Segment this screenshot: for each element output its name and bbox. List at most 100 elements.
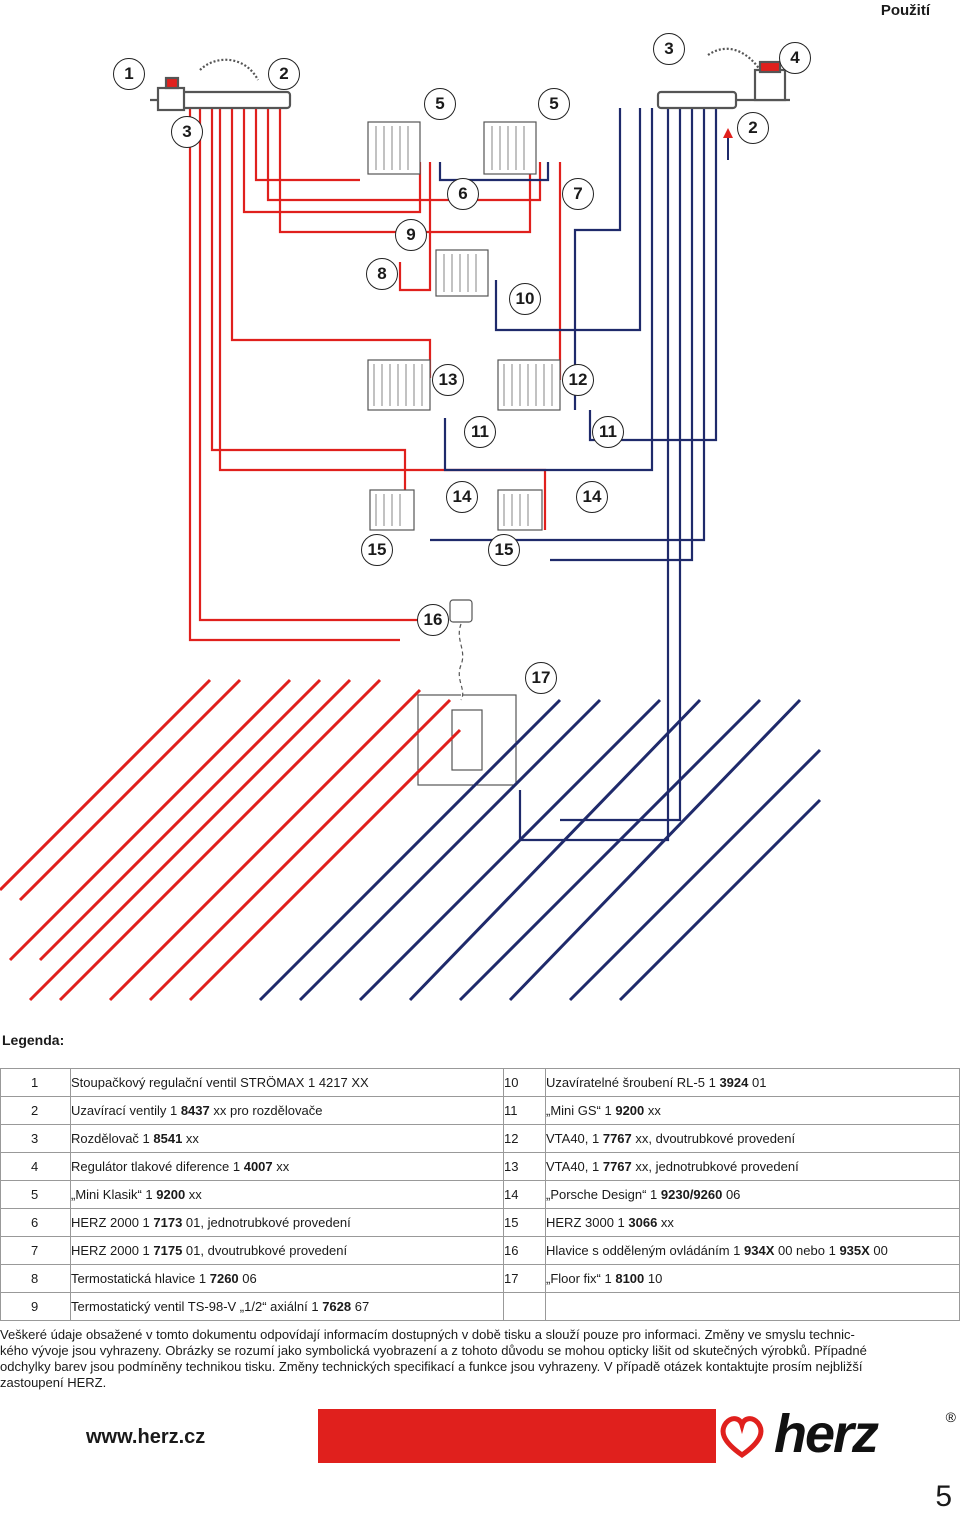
legend-number: 6: [0, 1208, 71, 1237]
callout-2: 2: [268, 58, 300, 90]
website-link[interactable]: www.herz.cz: [86, 1426, 206, 1448]
disclaimer-line: zastoupení HERZ.: [0, 1375, 107, 1390]
legend-text: Rozdělovač 1: [71, 1131, 154, 1146]
disclaimer-line: Veškeré údaje obsažené v tomto dokumentu…: [0, 1327, 855, 1342]
callout-3: 3: [653, 33, 685, 65]
callout-5: 5: [424, 88, 456, 120]
callout-1: 1: [113, 58, 145, 90]
legend-description: Rozdělovač 1 8541 xx: [70, 1124, 504, 1153]
legend-description: VTA40, 1 7767 xx, jednotrubkové proveden…: [545, 1152, 960, 1181]
callout-15: 15: [488, 534, 520, 566]
legend-description: Uzavíratelné šroubení RL-5 1 3924 01: [545, 1068, 960, 1097]
legend-text: 00: [869, 1243, 888, 1258]
legend-code: 3066: [628, 1215, 658, 1230]
legend-text: Regulátor tlakové diference 1: [71, 1159, 244, 1174]
callout-11: 11: [464, 416, 496, 448]
callout-3: 3: [171, 116, 203, 148]
disclaimer-line: kého vývoje jsou vyhrazeny. Obrázky se r…: [0, 1343, 867, 1358]
callout-13: 13: [432, 364, 464, 396]
legend-code: 8437: [180, 1103, 210, 1118]
radiators: [367, 121, 561, 786]
legend-number: 9: [0, 1292, 71, 1321]
callout-9: 9: [395, 219, 427, 251]
legend-number: 4: [0, 1152, 71, 1181]
page-title: Použití: [880, 2, 930, 19]
legend-description: Termostatický ventil TS-98-V „1/2“ axiál…: [70, 1292, 504, 1321]
legend-description: [545, 1292, 960, 1321]
legend-number: 14: [503, 1180, 546, 1209]
legend-text: „Porsche Design“ 1: [546, 1187, 661, 1202]
legend-text: xx: [182, 1131, 199, 1146]
legend-text: Stoupačkový regulační ventil STRÖMAX 1 4…: [71, 1075, 369, 1090]
callout-10: 10: [509, 283, 541, 315]
legend-number: 3: [0, 1124, 71, 1153]
callout-17: 17: [525, 662, 557, 694]
legend-code: 7173: [153, 1215, 183, 1230]
legend-description: „Porsche Design“ 1 9230/9260 06: [545, 1180, 960, 1209]
legend-text: xx: [644, 1103, 661, 1118]
legend-code: 7767: [602, 1159, 632, 1174]
legend-code: 7767: [602, 1131, 632, 1146]
pressure-regulator: [753, 60, 787, 102]
legend-text: xx: [185, 1187, 202, 1202]
legend-number: 7: [0, 1236, 71, 1265]
legend-code: 8100: [615, 1271, 645, 1286]
legend-text: VTA40, 1: [546, 1159, 603, 1174]
legend-text: HERZ 3000 1: [546, 1215, 629, 1230]
legend-text: 01, dvoutrubkové provedení: [182, 1243, 348, 1258]
callout-15: 15: [361, 534, 393, 566]
callout-16: 16: [417, 604, 449, 636]
legend-number: [503, 1292, 546, 1321]
legend-text: 10: [644, 1271, 663, 1286]
return-pipes-right: [430, 108, 718, 842]
legend-text: xx, jednotrubkové provedení: [631, 1159, 799, 1174]
legend-text: xx pro rozdělovače: [209, 1103, 323, 1118]
callout-11: 11: [592, 416, 624, 448]
legend-code: 9230/9260: [660, 1187, 723, 1202]
legend-text: „Mini GS“ 1: [546, 1103, 616, 1118]
legend-number: 11: [503, 1096, 546, 1125]
legend-text: VTA40, 1: [546, 1131, 603, 1146]
legend-text: 06: [238, 1271, 257, 1286]
callout-14: 14: [446, 481, 478, 513]
legend-number: 8: [0, 1264, 71, 1293]
callout-8: 8: [366, 258, 398, 290]
legend-description: „Mini Klasik“ 1 9200 xx: [70, 1180, 504, 1209]
legend-text: xx: [657, 1215, 674, 1230]
legend-text: xx, dvoutrubkové provedení: [631, 1131, 796, 1146]
legend-number: 10: [503, 1068, 546, 1097]
legend-number: 5: [0, 1180, 71, 1209]
legend-text: HERZ 2000 1: [71, 1215, 154, 1230]
valve-strmax: [156, 76, 186, 112]
legend-text: Uzavírací ventily 1: [71, 1103, 181, 1118]
legend-code: 7175: [153, 1243, 183, 1258]
registered-mark: ®: [945, 1409, 956, 1425]
legend-number: 1: [0, 1068, 71, 1097]
legend-description: Stoupačkový regulační ventil STRÖMAX 1 4…: [70, 1068, 504, 1097]
callout-2: 2: [737, 112, 769, 144]
legend-text: „Floor fix“ 1: [546, 1271, 616, 1286]
legend-number: 13: [503, 1152, 546, 1181]
legend-number: 15: [503, 1208, 546, 1237]
legend-number: 2: [0, 1096, 71, 1125]
legend-code: 7628: [322, 1299, 352, 1314]
legend-text: Uzavíratelné šroubení RL-5 1: [546, 1075, 720, 1090]
legend-description: HERZ 2000 1 7173 01, jednotrubkové prove…: [70, 1208, 504, 1237]
legend-code: 9200: [156, 1187, 186, 1202]
legend-description: HERZ 3000 1 3066 xx: [545, 1208, 960, 1237]
herz-logo: herz ®: [716, 1404, 960, 1464]
legend-text: „Mini Klasik“ 1: [71, 1187, 157, 1202]
legend-number: 12: [503, 1124, 546, 1153]
legend-code: 8541: [153, 1131, 183, 1146]
legend-description: VTA40, 1 7767 xx, dvoutrubkové provedení: [545, 1124, 960, 1153]
legend-text: 06: [722, 1187, 741, 1202]
callout-5: 5: [538, 88, 570, 120]
legend-text: HERZ 2000 1: [71, 1243, 154, 1258]
floor-heating-return: [258, 698, 822, 1002]
